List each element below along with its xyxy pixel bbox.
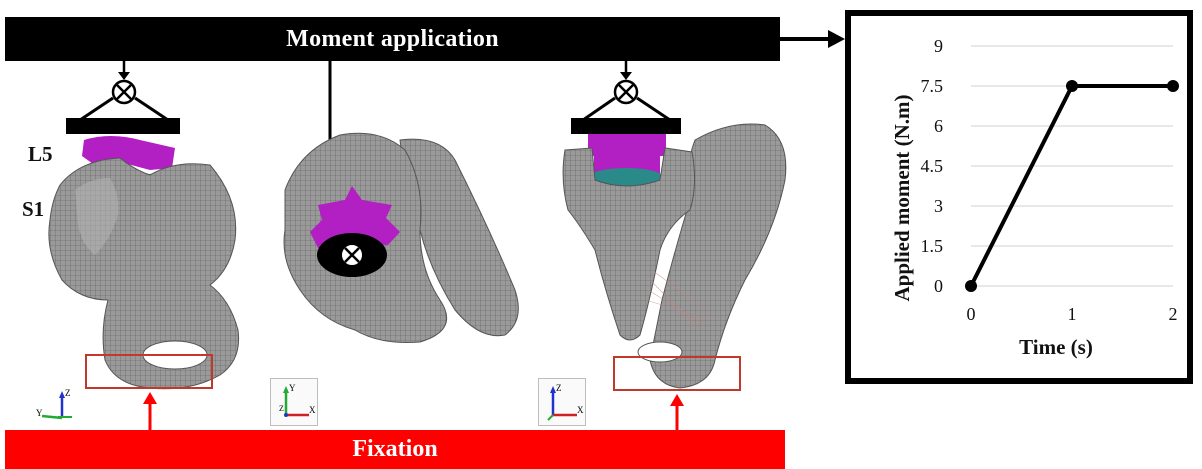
- svg-text:Z: Z: [279, 404, 284, 413]
- svg-text:Y: Y: [289, 383, 296, 393]
- data-point: [965, 280, 977, 292]
- moment-to-chart-arrow: [780, 30, 845, 48]
- x-tick-label: 1: [1068, 304, 1077, 324]
- svg-text:X: X: [577, 405, 584, 415]
- data-point: [1167, 80, 1179, 92]
- fixation-arrow-icon: [670, 394, 684, 430]
- moment-vector-icon: [317, 233, 387, 277]
- y-tick-label: 9: [934, 36, 943, 56]
- fixation-arrow-icon: [143, 392, 157, 430]
- right-view: [563, 61, 786, 430]
- y-tick-label: 7.5: [921, 76, 944, 96]
- axis-triad-icon: Z X: [539, 379, 585, 425]
- x-axis-label: Time (s): [1019, 335, 1093, 359]
- svg-text:Z: Z: [65, 388, 71, 398]
- x-tick-label: 0: [967, 304, 976, 324]
- y-tick-labels: 0 1.5 3 4.5 6 7.5 9: [921, 36, 944, 296]
- axis-triad-box-middle: Y X Z: [270, 378, 318, 426]
- y-tick-label: 3: [934, 196, 943, 216]
- y-tick-label: 4.5: [921, 156, 944, 176]
- x-tick-label: 2: [1169, 304, 1178, 324]
- y-tick-label: 1.5: [921, 236, 944, 256]
- fixation-label: Fixation: [352, 436, 437, 463]
- fixation-bar: Fixation: [5, 430, 785, 469]
- moment-vector-icon: [113, 81, 135, 103]
- applied-moment-chart: 0 1.5 3 4.5 6 7.5 9 0 1 2 Time (s) Applied momen…: [845, 10, 1193, 384]
- applied-moment-plot: 0 1.5 3 4.5 6 7.5 9 0 1 2 Time (s) Applied momen…: [851, 16, 1187, 378]
- x-tick-labels: 0 1 2: [967, 304, 1178, 324]
- axis-triad-icon: Y X Z: [271, 379, 317, 425]
- y-tick-label: 0: [934, 276, 943, 296]
- svg-text:Z: Z: [556, 383, 562, 393]
- moment-series: [965, 80, 1179, 292]
- moment-vector-icon: [615, 81, 637, 103]
- svg-text:X: X: [309, 405, 316, 415]
- axis-triad-box-right: Z X: [538, 378, 586, 426]
- svg-text:Y: Y: [36, 408, 43, 418]
- fe-model-illustration: Z Y: [0, 0, 845, 430]
- middle-view: [284, 61, 518, 343]
- y-axis-label: Applied moment (N.m): [890, 94, 914, 301]
- data-point: [1066, 80, 1078, 92]
- y-tick-label: 6: [934, 116, 943, 136]
- series-line: [971, 86, 1173, 286]
- axis-triad-icon: Z Y: [36, 388, 72, 418]
- left-view: [49, 61, 239, 430]
